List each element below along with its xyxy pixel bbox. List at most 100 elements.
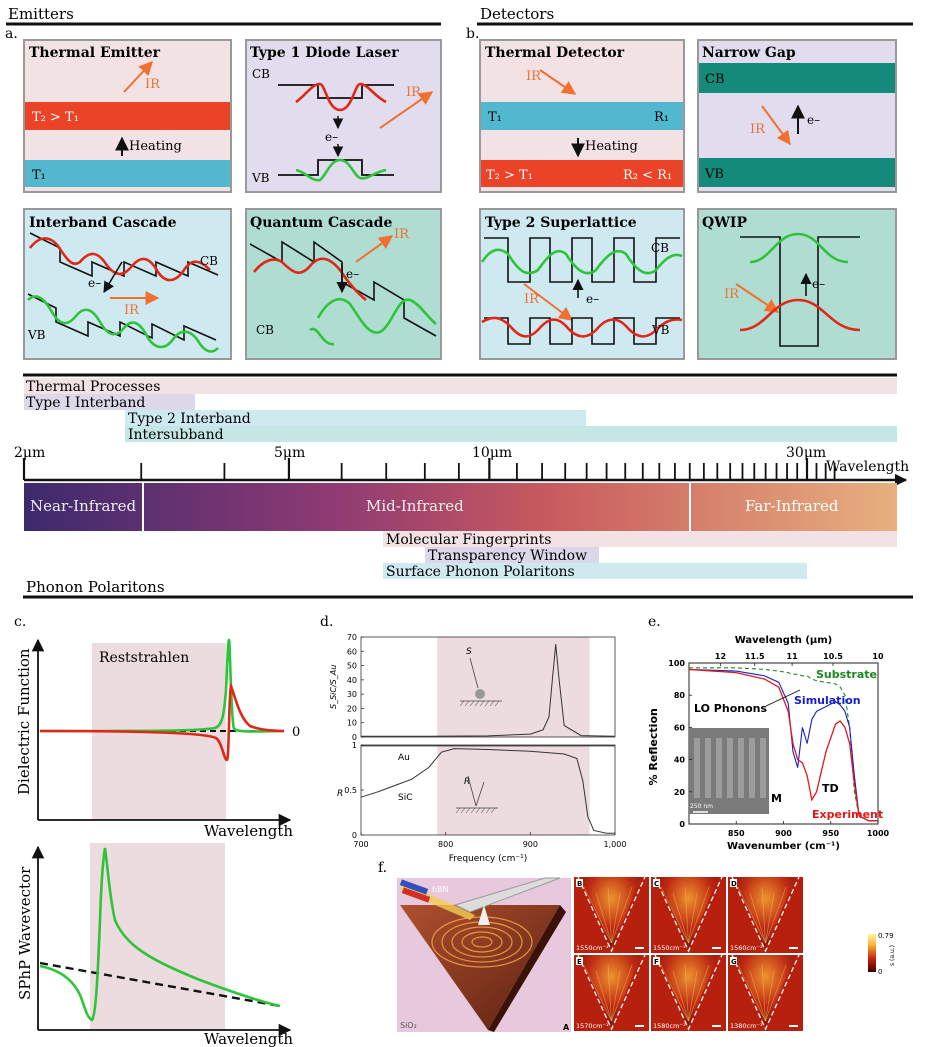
y-tick-label: 50: [347, 662, 357, 671]
spectrum-bar: [24, 483, 897, 531]
hatch: [490, 807, 496, 814]
fringe: [765, 892, 775, 944]
frequency-label: 1570cm⁻¹: [576, 1022, 609, 1030]
band-type1-label: Type I Interband: [26, 395, 145, 411]
fringe: [672, 970, 689, 1022]
tick-label-5um: 5μm: [274, 445, 305, 461]
sem-pillar: [760, 738, 766, 798]
band-intersubband: [125, 426, 897, 442]
box-title: Narrow Gap: [702, 45, 796, 61]
edge-outline: [577, 954, 646, 1031]
sem-pillar: [694, 738, 700, 798]
y-tick-label: 100: [668, 659, 685, 668]
series-label-substrate: Substrate: [816, 668, 877, 681]
ir-label: IR: [750, 122, 766, 137]
panel-c-top: Reststrahlen 0 Dielectric Function Wavel…: [15, 638, 300, 840]
inset-arrow: [469, 657, 479, 689]
scale-bar: [789, 947, 798, 949]
wavelength-axis: 2μm 5μm 10μm 30μm Wavelength Near-Infrar…: [14, 445, 909, 531]
edge-outline: [654, 954, 723, 1031]
fringe: [583, 964, 612, 1022]
colorbar-min: 0: [878, 968, 882, 976]
hatch: [455, 807, 461, 814]
y-tick-label: 0.5: [344, 786, 357, 795]
x-axis-label: Frequency (cm⁻¹): [449, 854, 527, 864]
band-thermal-label: Thermal Processes: [26, 379, 160, 395]
series-label-sic: SiC: [398, 793, 413, 803]
fringe: [765, 970, 775, 1022]
y-tick-label: 20: [674, 788, 686, 797]
hatch: [465, 807, 471, 814]
cb-label: CB: [200, 254, 218, 268]
hbn-label: hBN: [432, 885, 449, 894]
y-tick-label: 70: [347, 633, 357, 642]
ir-label: IR: [524, 292, 540, 307]
hot-layer: [481, 160, 683, 187]
ir-label: IR: [724, 287, 740, 302]
fringe: [583, 886, 612, 944]
label-bg: [653, 957, 660, 965]
bottom-xlabel: Wavelength: [204, 1030, 293, 1047]
cold-layer: [481, 102, 683, 130]
region-near-ir: Near-Infrared: [30, 497, 136, 515]
sem-pillar: [727, 738, 733, 798]
electron-label: e–: [88, 276, 101, 290]
fringe: [660, 964, 689, 1022]
sub-label: D: [731, 880, 737, 888]
thermal-detector-box: Thermal Detector IR T₁ R₁ Heating T₂ > T…: [479, 39, 685, 193]
y-tick-label: 20: [347, 704, 357, 713]
cb-label: CB: [252, 67, 270, 81]
fringe: [611, 964, 633, 1022]
x-tick-label: 1000: [867, 829, 890, 838]
y-tick-label: 0: [352, 733, 357, 742]
zero-label: 0: [292, 725, 300, 740]
region-far-ir: Far-Infrared: [745, 497, 839, 515]
panel-letter-a: a.: [5, 26, 18, 42]
vb-layer: [699, 158, 895, 187]
fringe: [688, 892, 698, 944]
series-line-substrate: [689, 667, 878, 822]
series-label-experiment: Experiment: [812, 808, 883, 821]
box-title: Type 1 Diode Laser: [250, 45, 399, 61]
x-tick-label: 850: [728, 829, 745, 838]
label-bg: [730, 957, 737, 965]
band-intersubband-label: Intersubband: [128, 427, 224, 443]
sem-inset: 250 nm: [689, 728, 769, 814]
y-tick-label: 0: [679, 820, 685, 829]
frequency-label: 1550cm⁻¹: [576, 944, 609, 952]
x-tick-label: 950: [822, 829, 839, 838]
colorbar-max: 0.79: [878, 932, 894, 940]
sub-label: F: [654, 958, 659, 966]
hatch: [464, 700, 470, 707]
fringe: [688, 964, 710, 1022]
panel-letter-d: d.: [320, 614, 333, 630]
scale-bar: [712, 947, 721, 949]
fringe: [761, 964, 766, 1022]
frequency-label: 1380cm⁻¹: [730, 1022, 763, 1030]
frequency-label: 1550cm⁻¹: [653, 944, 686, 952]
box-title: QWIP: [702, 215, 747, 231]
superlattice-box: Type 2 Superlattice CB IR e– VB: [479, 208, 685, 360]
y-tick-label: 1: [352, 741, 357, 750]
band-type1: [24, 394, 195, 410]
series-line: [361, 644, 616, 737]
tick-label-10um: 10μm: [472, 445, 512, 461]
inset-arrow-out: [475, 781, 485, 807]
heating-label: Heating: [129, 139, 182, 154]
fringe: [765, 964, 787, 1022]
top-xlabel: Wavelength: [204, 822, 293, 840]
fringe: [595, 892, 612, 944]
x-tick-label: 1,000: [604, 840, 627, 849]
vb-label: VB: [704, 167, 724, 182]
vb-label: VB: [651, 323, 670, 337]
tick-marks: [22, 458, 836, 480]
series-line-experiment: [688, 668, 878, 822]
x-tick-label: 900: [523, 840, 538, 849]
hatch: [460, 807, 466, 814]
